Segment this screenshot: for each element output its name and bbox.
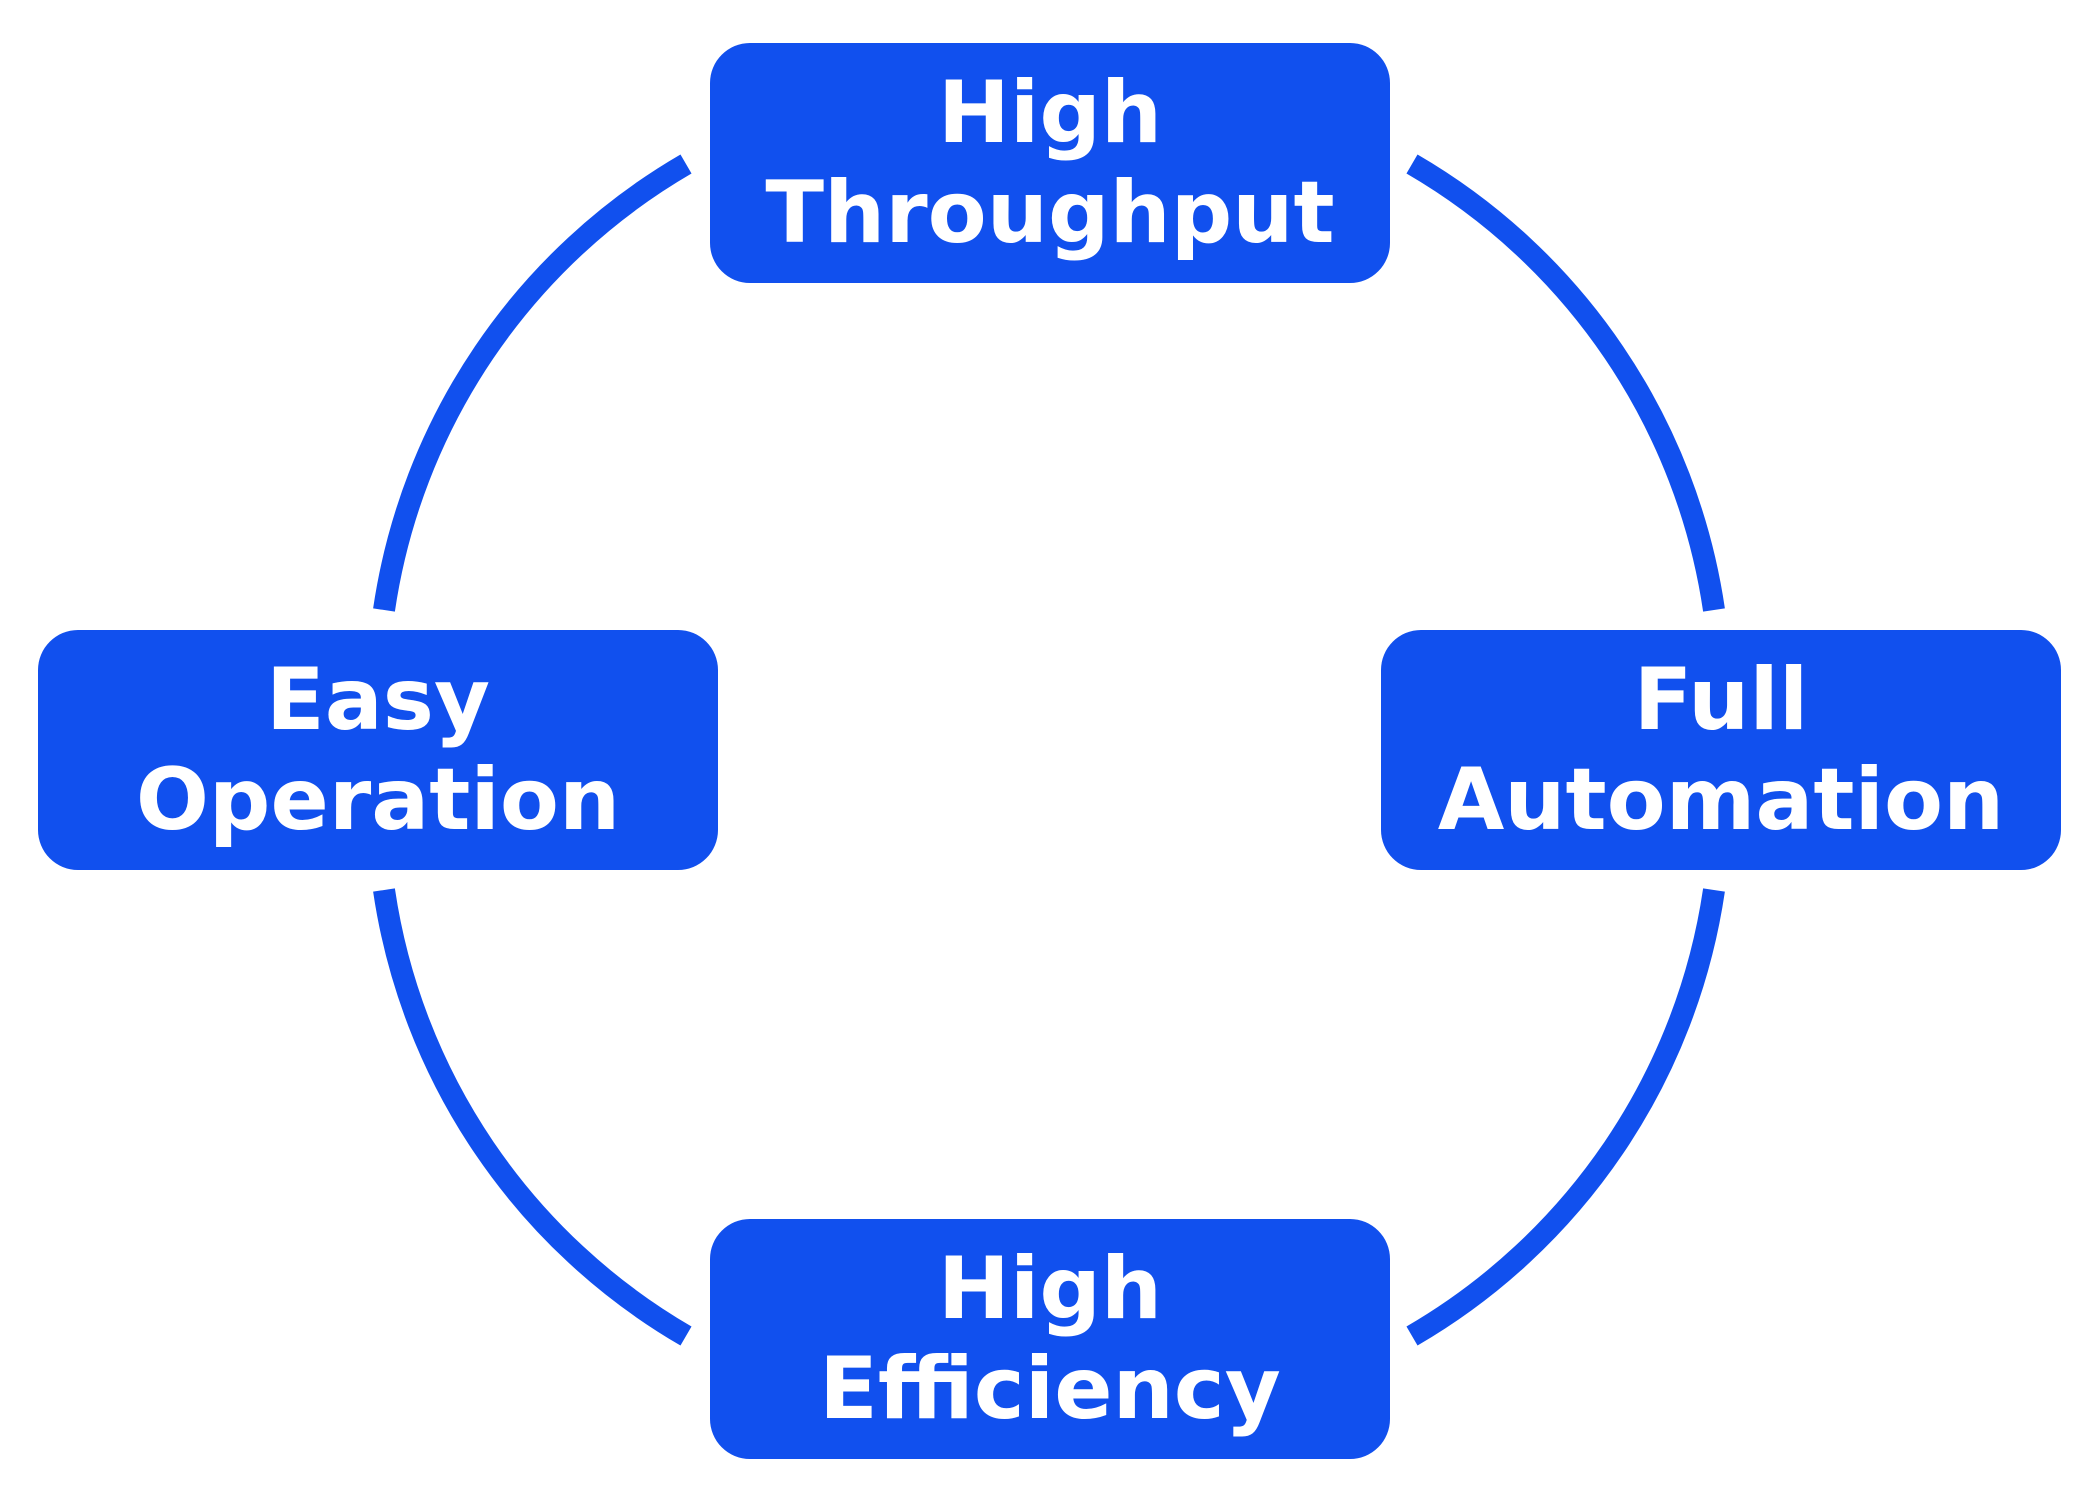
arc-top-right: [1406, 154, 1725, 612]
node-high-efficiency: High Efficiency: [710, 1219, 1390, 1459]
node-easy-operation: Easy Operation: [38, 630, 718, 870]
node-high-throughput-line2: Throughput: [765, 163, 1335, 263]
node-high-efficiency-line2: Efficiency: [819, 1339, 1281, 1439]
arc-top-left: [373, 154, 692, 612]
node-easy-operation-line2: Operation: [135, 750, 621, 850]
node-high-throughput-line1: High: [937, 63, 1163, 163]
node-full-automation-line2: Automation: [1437, 750, 2005, 850]
node-full-automation-line1: Full: [1633, 650, 1809, 750]
node-high-throughput: High Throughput: [710, 43, 1390, 283]
node-easy-operation-line1: Easy: [265, 650, 491, 750]
node-full-automation: Full Automation: [1381, 630, 2061, 870]
arc-bottom-left: [373, 888, 692, 1346]
arc-bottom-right: [1406, 888, 1725, 1346]
node-high-efficiency-line1: High: [937, 1239, 1163, 1339]
